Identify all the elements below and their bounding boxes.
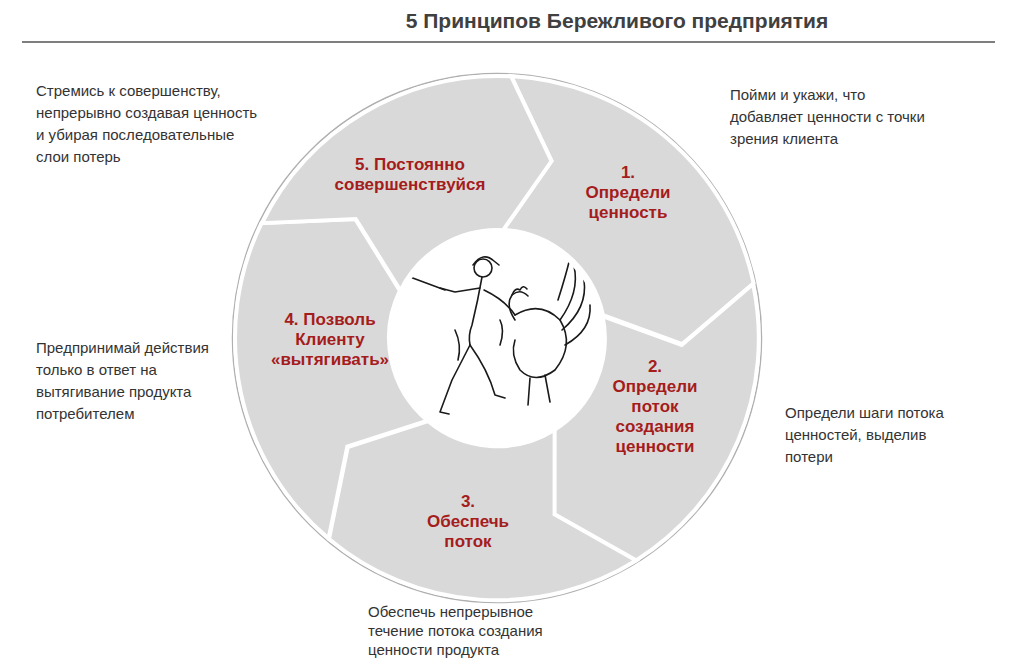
- note-holder: Предпринимай действия только в ответ на …: [36, 337, 221, 425]
- principle-label: 2. Определи поток создания ценности: [613, 357, 698, 457]
- note-holder: Определи шаги потока ценностей, выделив …: [785, 402, 960, 468]
- segment-text-holder: 1. Определи ценность: [586, 163, 671, 223]
- principle-label: 5. Постоянно совершенствуйся: [335, 155, 486, 195]
- chevron-segment: [329, 421, 636, 600]
- note-holder: Пойми и укажи, что добавляет ценности с …: [730, 84, 930, 150]
- cycle-segment: 2. Определи поток создания ценности: [551, 281, 762, 564]
- segment-text-holder: 5. Постоянно совершенствуйся: [335, 155, 486, 195]
- ring-outline: [233, 74, 762, 603]
- principle-label: 3. Обеспечь поток: [427, 492, 509, 552]
- segment-text-holder: 2. Определи поток создания ценности: [613, 357, 698, 457]
- principle-description: Обеспечь непрерывное течение потока созд…: [368, 602, 568, 659]
- chevron-segment: [554, 284, 759, 561]
- inner-circle: [391, 232, 603, 444]
- segment-text-holder: 3. Обеспечь поток: [427, 492, 509, 552]
- chevron-segment: [262, 76, 552, 291]
- principle-description: Пойми и укажи, что добавляет ценности с …: [730, 84, 930, 150]
- cycle-segment: 3. Обеспечь поток: [326, 418, 639, 603]
- principle-description: Стремись к совершенству, непрерывно созд…: [36, 80, 266, 168]
- note-holder: Стремись к совершенству, непрерывно созд…: [36, 80, 266, 168]
- center-illustration: [410, 257, 590, 414]
- note-holder: Обеспечь непрерывное течение потока созд…: [368, 602, 568, 659]
- principle-description: Определи шаги потока ценностей, выделив …: [785, 402, 960, 468]
- principle-label: 1. Определи ценность: [586, 163, 671, 223]
- title-rule: [22, 41, 995, 43]
- principle-label: 4. Позволь Клиенту «вытягивать»: [271, 310, 389, 370]
- chevron-segment: [503, 76, 754, 344]
- cycle-segment: 5. Постоянно совершенствуйся: [259, 73, 555, 294]
- diagram-title: 5 Принципов Бережливого предприятия: [406, 9, 828, 33]
- segment-text-holder: 4. Позволь Клиенту «вытягивать»: [271, 310, 389, 370]
- title-holder: 5 Принципов Бережливого предприятия: [406, 9, 828, 33]
- cycle-segment: 1. Определи ценность: [500, 73, 757, 347]
- segment-shape: [326, 418, 639, 603]
- principle-description: Предпринимай действия только в ответ на …: [36, 337, 221, 425]
